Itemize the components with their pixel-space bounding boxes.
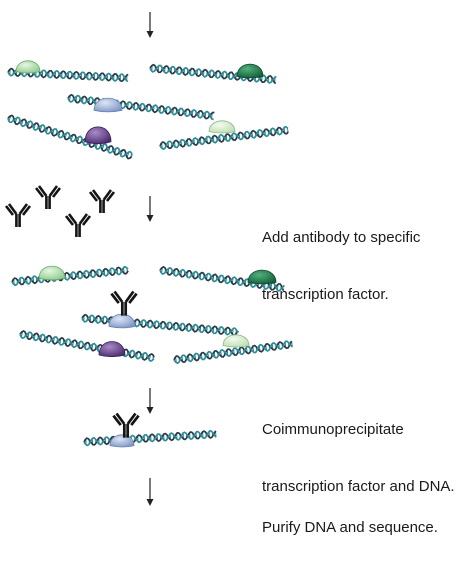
dna-fragment — [20, 331, 154, 361]
step-arrow — [147, 12, 154, 38]
pale-green-factor — [223, 335, 249, 347]
protein-layer — [16, 61, 276, 447]
pale-green-factor-body — [209, 121, 235, 133]
step-arrow — [147, 478, 154, 506]
pale-green-factor — [209, 121, 235, 133]
dark-green-factor — [237, 64, 263, 78]
dark-green-factor-body — [237, 64, 263, 78]
antibody — [6, 204, 30, 227]
step-add-antibody-label: Add antibody to specific transcription f… — [262, 190, 420, 342]
blue-factor — [109, 314, 135, 328]
step-arrow-head — [147, 31, 154, 38]
dna-fragment — [8, 115, 132, 158]
purple-factor-body — [99, 342, 125, 357]
step-add-antibody-line-2: transcription factor. — [262, 285, 420, 304]
step-purify-label: Purify DNA and sequence. — [262, 480, 438, 575]
purple-factor — [85, 127, 111, 144]
antibody — [36, 186, 60, 209]
step-add-antibody-line-1: Add antibody to specific — [262, 228, 420, 247]
antibody-bound — [111, 292, 136, 316]
antibody — [90, 190, 114, 213]
chip-seq-diagram: Add antibody to specific transcription f… — [0, 0, 474, 518]
blue-factor-body — [109, 314, 135, 328]
dna-strand-front — [82, 315, 238, 334]
step-arrow-head — [147, 499, 154, 506]
pale-green-factor-body — [223, 335, 249, 347]
antibody-bound — [113, 414, 138, 438]
dna-fragment — [12, 267, 128, 286]
step-arrow-head — [147, 407, 154, 414]
light-green-factor-body — [16, 61, 40, 73]
antibody-layer — [6, 186, 139, 438]
purple-factor — [99, 342, 125, 357]
step-arrow-head — [147, 215, 154, 222]
light-green-factor — [16, 61, 40, 73]
dna-strand-front — [12, 267, 128, 286]
dna-fragment — [68, 95, 214, 119]
antibody — [66, 214, 90, 237]
light-green-factor-body — [39, 266, 65, 280]
dna-fragment — [84, 431, 216, 446]
dna-fragment — [82, 315, 238, 335]
purple-factor-body — [85, 127, 111, 144]
step-coimmunoprecipitate-line-1: Coimmunoprecipitate — [262, 420, 455, 439]
step-purify-line-1: Purify DNA and sequence. — [262, 518, 438, 537]
step-arrow — [147, 388, 154, 414]
arrow-layer — [147, 12, 154, 506]
step-arrow — [147, 196, 154, 222]
light-green-factor — [39, 266, 65, 280]
dna-strand-front — [8, 117, 132, 156]
